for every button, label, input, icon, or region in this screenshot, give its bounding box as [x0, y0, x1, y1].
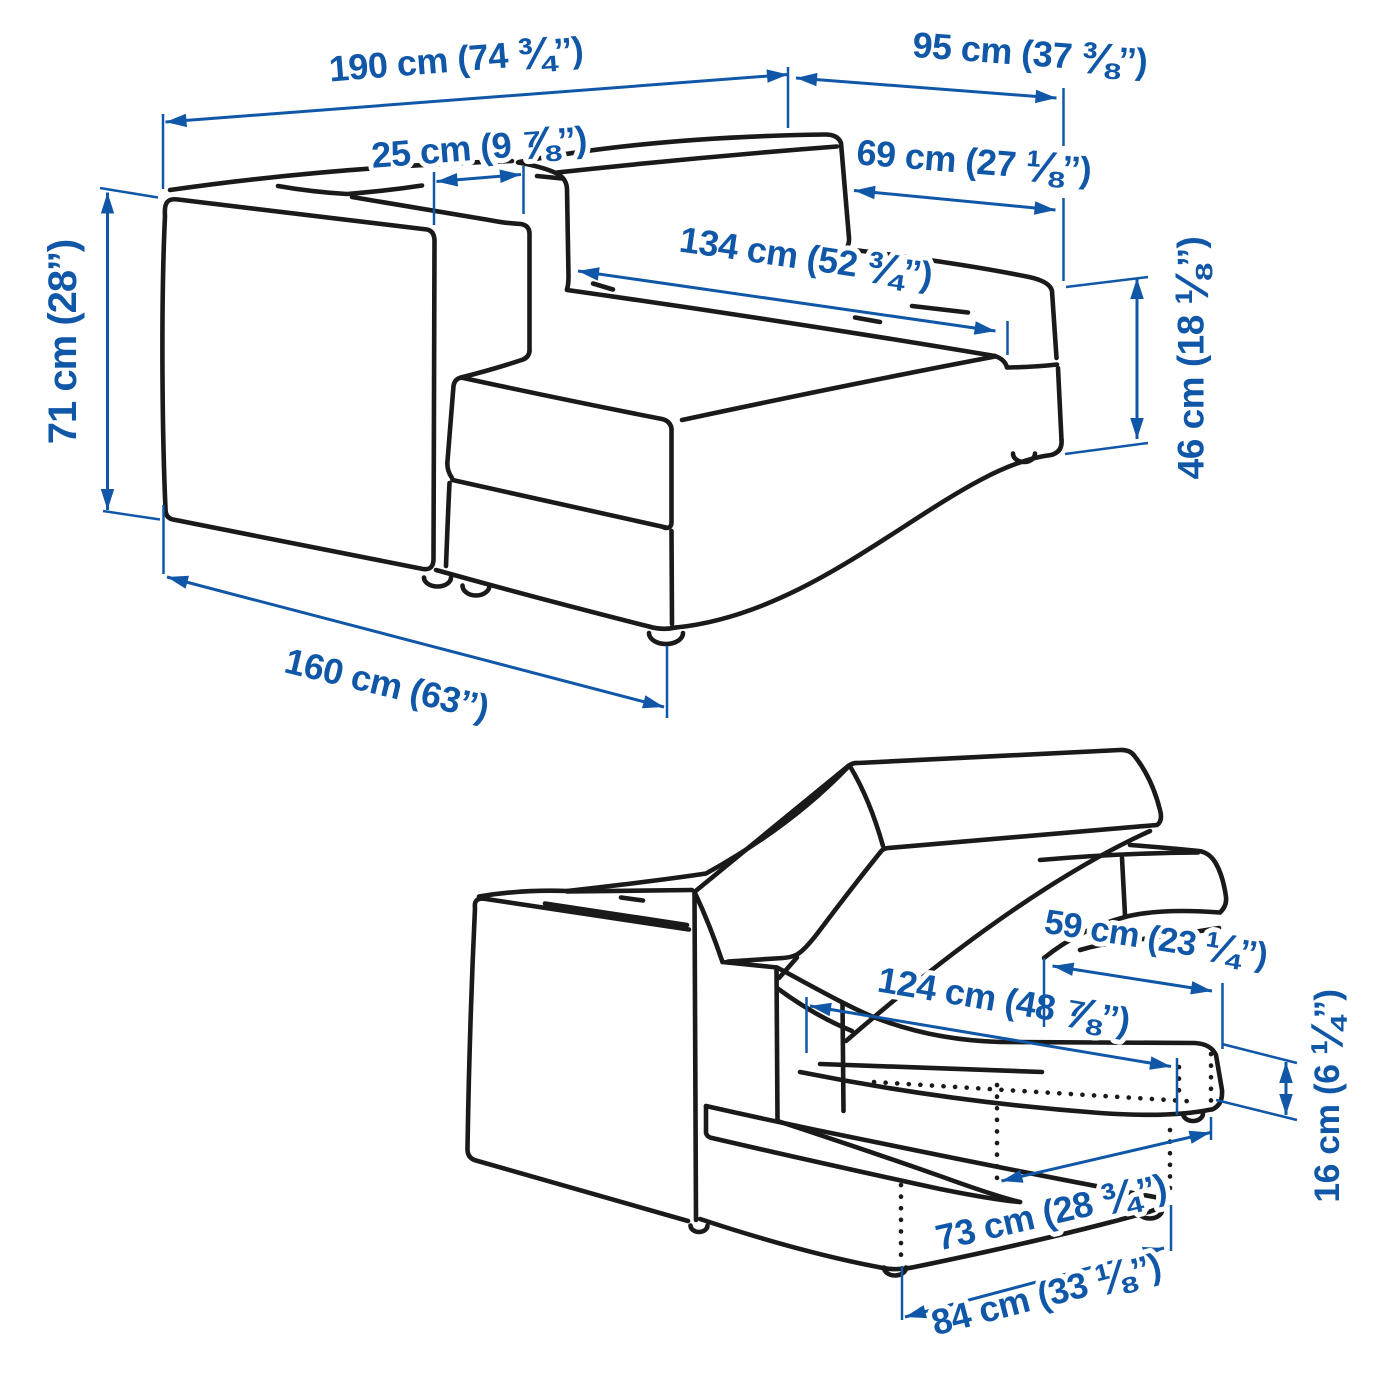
- svg-text:16 cm (6 ¼’’): 16 cm (6 ¼’’): [1302, 989, 1353, 1202]
- svg-text:69 cm (27 ⅛’’): 69 cm (27 ⅛’’): [855, 126, 1094, 195]
- svg-text:134 cm (52 ¾’’): 134 cm (52 ¾’’): [676, 214, 935, 301]
- svg-text:71 cm (28’’): 71 cm (28’’): [41, 240, 85, 444]
- svg-text:95 cm (37 ⅜’’): 95 cm (37 ⅜’’): [911, 19, 1149, 87]
- svg-text:190 cm (74 ¾’’): 190 cm (74 ¾’’): [327, 24, 585, 95]
- svg-text:46 cm (18 ⅛’’): 46 cm (18 ⅛’’): [1165, 237, 1218, 480]
